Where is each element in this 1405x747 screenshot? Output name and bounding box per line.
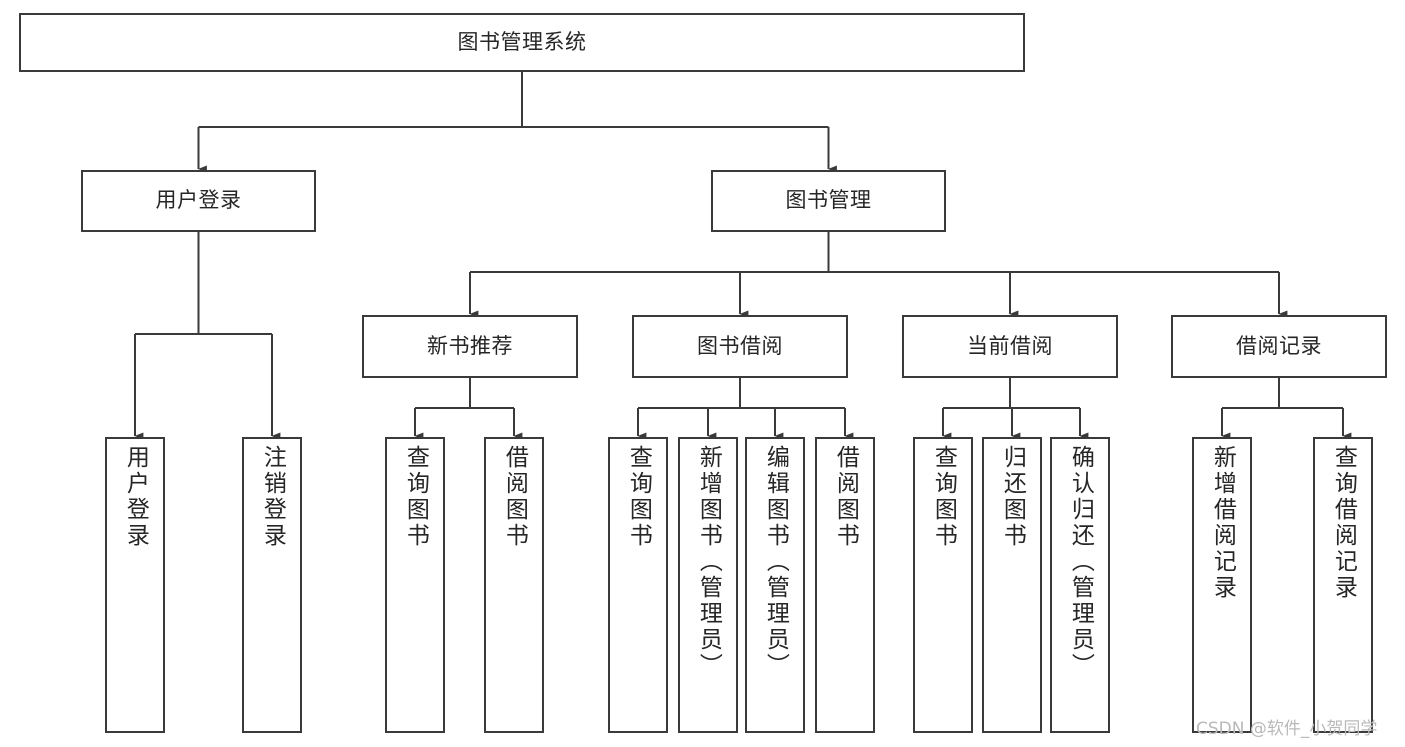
node-borrow-record: 借阅记录	[1171, 315, 1387, 378]
node-label: 确认归还（管理员）	[1067, 445, 1094, 679]
node-leaf-cb-confirm: 确认归还（管理员）	[1050, 437, 1110, 733]
node-leaf-bb-edit: 编辑图书（管理员）	[745, 437, 805, 733]
node-label: 新增图书（管理员）	[695, 445, 722, 679]
node-label: 新增借阅记录	[1209, 445, 1236, 601]
node-book-borrow: 图书借阅	[632, 315, 848, 378]
node-current-borrow: 当前借阅	[902, 315, 1118, 378]
node-label: 用户登录	[122, 445, 149, 549]
node-leaf-cb-query: 查询图书	[913, 437, 973, 733]
node-label: 查询图书	[625, 445, 652, 549]
node-label: 归还图书	[999, 445, 1026, 549]
node-user-login: 用户登录	[81, 170, 316, 232]
node-book-manage: 图书管理	[711, 170, 946, 232]
node-leaf-bb-add: 新增图书（管理员）	[678, 437, 738, 733]
node-label: 查询借阅记录	[1330, 445, 1357, 601]
node-new-book-rec: 新书推荐	[362, 315, 578, 378]
node-label: 借阅图书	[501, 445, 528, 549]
node-leaf-rec-query: 查询图书	[385, 437, 445, 733]
node-label: 借阅记录	[1236, 333, 1322, 358]
node-label: 编辑图书（管理员）	[762, 445, 789, 679]
node-leaf-rec-borrow: 借阅图书	[484, 437, 544, 733]
node-label: 查询图书	[930, 445, 957, 549]
node-leaf-user-logout: 注销登录	[242, 437, 302, 733]
node-label: 新书推荐	[427, 333, 513, 358]
node-label: 图书管理系统	[457, 29, 587, 54]
node-label: 查询图书	[402, 445, 429, 549]
node-leaf-br-query: 查询借阅记录	[1313, 437, 1373, 733]
node-leaf-br-add: 新增借阅记录	[1192, 437, 1252, 733]
node-leaf-cb-return: 归还图书	[982, 437, 1042, 733]
node-leaf-user-login: 用户登录	[105, 437, 165, 733]
node-label: 图书管理	[785, 188, 872, 213]
node-label: 当前借阅	[967, 333, 1053, 358]
node-label: 用户登录	[155, 188, 242, 213]
node-label: 借阅图书	[832, 445, 859, 549]
node-leaf-bb-query: 查询图书	[608, 437, 668, 733]
node-label: 注销登录	[259, 445, 286, 549]
watermark: CSDN @软件_小贺同学	[1196, 719, 1378, 739]
node-label: 图书借阅	[697, 333, 783, 358]
node-leaf-bb-borrow: 借阅图书	[815, 437, 875, 733]
node-root: 图书管理系统	[19, 13, 1025, 72]
